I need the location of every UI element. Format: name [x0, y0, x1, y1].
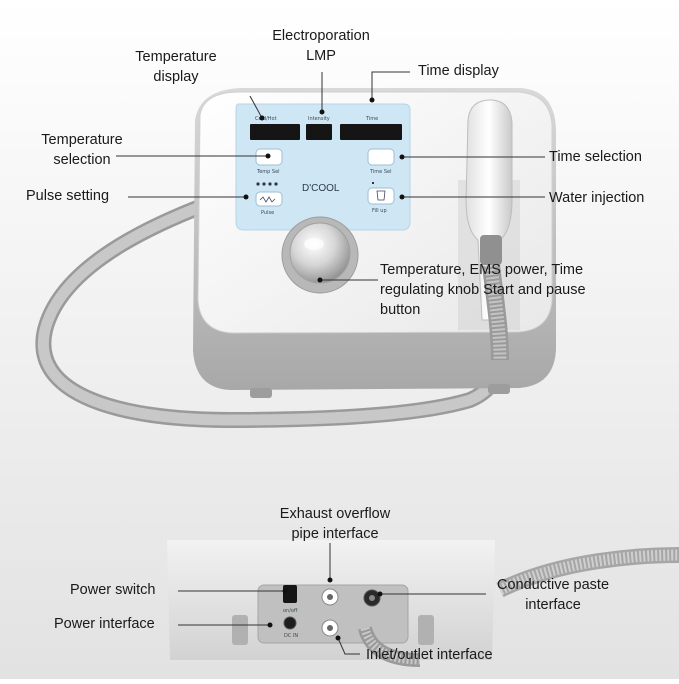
- label-power-switch: Power switch: [70, 582, 156, 598]
- panel-label-time: Time: [365, 116, 378, 122]
- pulse-wave-icon: [259, 196, 276, 203]
- label-knob-line3: button: [380, 302, 421, 318]
- label-exhaust-overflow-line2: pipe interface: [291, 526, 379, 542]
- label-knob: Temperature, EMS power, Time regulating …: [380, 260, 586, 320]
- label-electroporation-line2: LMP: [306, 48, 336, 64]
- pulse-label: Pulse: [261, 210, 274, 216]
- fill-up-button[interactable]: [367, 187, 395, 205]
- handpiece: [458, 99, 520, 361]
- panel-label-intensity: Intensity: [308, 116, 330, 122]
- label-temperature-selection: Temperature selection: [24, 130, 140, 170]
- pulse-button[interactable]: [255, 191, 283, 207]
- label-power-interface: Power interface: [54, 616, 155, 632]
- label-electroporation-line1: Electroporation: [272, 28, 370, 44]
- label-inlet-outlet: Inlet/outlet interface: [366, 647, 493, 663]
- rear-label-on-off: on/off: [283, 608, 298, 614]
- label-temperature-selection-line2: selection: [53, 152, 111, 168]
- panel-label-cold-hot: Cold/Hot: [255, 116, 277, 122]
- temperature-display-screen: [250, 124, 300, 140]
- rear-label-power: DC IN: [284, 633, 298, 639]
- time-sel-button[interactable]: [367, 148, 395, 166]
- control-panel: Cold/Hot Intensity Time Temp Sel Time Se…: [235, 103, 411, 231]
- label-knob-line2: regulating knob Start and pause: [380, 282, 586, 298]
- time-display-screen: [340, 124, 402, 140]
- label-knob-line1: Temperature, EMS power, Time: [380, 262, 584, 278]
- label-temperature-display-line1: Temperature: [135, 49, 217, 65]
- control-knob[interactable]: [281, 216, 359, 294]
- time-sel-label: Time Sel: [369, 169, 391, 175]
- hose: [35, 197, 513, 429]
- fill-up-label: Fill up: [372, 208, 387, 214]
- label-conductive-paste-line2: interface: [525, 597, 581, 613]
- label-time-display: Time display: [418, 63, 499, 79]
- label-exhaust-overflow-line1: Exhaust overflow: [279, 506, 391, 522]
- leader-lines: [116, 71, 545, 655]
- label-conductive-paste-line1: Conductive paste: [496, 577, 610, 593]
- label-temperature-display-line2: display: [153, 69, 199, 85]
- brand-logo: D'COOL: [302, 183, 340, 194]
- temp-sel-label: Temp Sel: [256, 169, 280, 175]
- rear-view: on/off DC IN: [167, 540, 679, 667]
- power-switch[interactable]: [283, 585, 297, 603]
- label-temperature-selection-line1: Temperature: [41, 132, 123, 148]
- label-electroporation: Electroporation LMP: [255, 26, 387, 66]
- label-water-injection: Water injection: [549, 190, 645, 206]
- label-temperature-display: Temperature display: [118, 47, 234, 87]
- cup-icon: [376, 190, 386, 201]
- label-conductive-paste: Conductive paste interface: [483, 575, 623, 615]
- label-time-selection: Time selection: [549, 149, 642, 165]
- leader-dots: [243, 97, 405, 641]
- label-pulse-setting: Pulse setting: [26, 188, 110, 204]
- power-interface-socket[interactable]: [283, 616, 297, 630]
- intensity-display-screen: [306, 124, 332, 140]
- label-exhaust-overflow: Exhaust overflow pipe interface: [262, 504, 408, 544]
